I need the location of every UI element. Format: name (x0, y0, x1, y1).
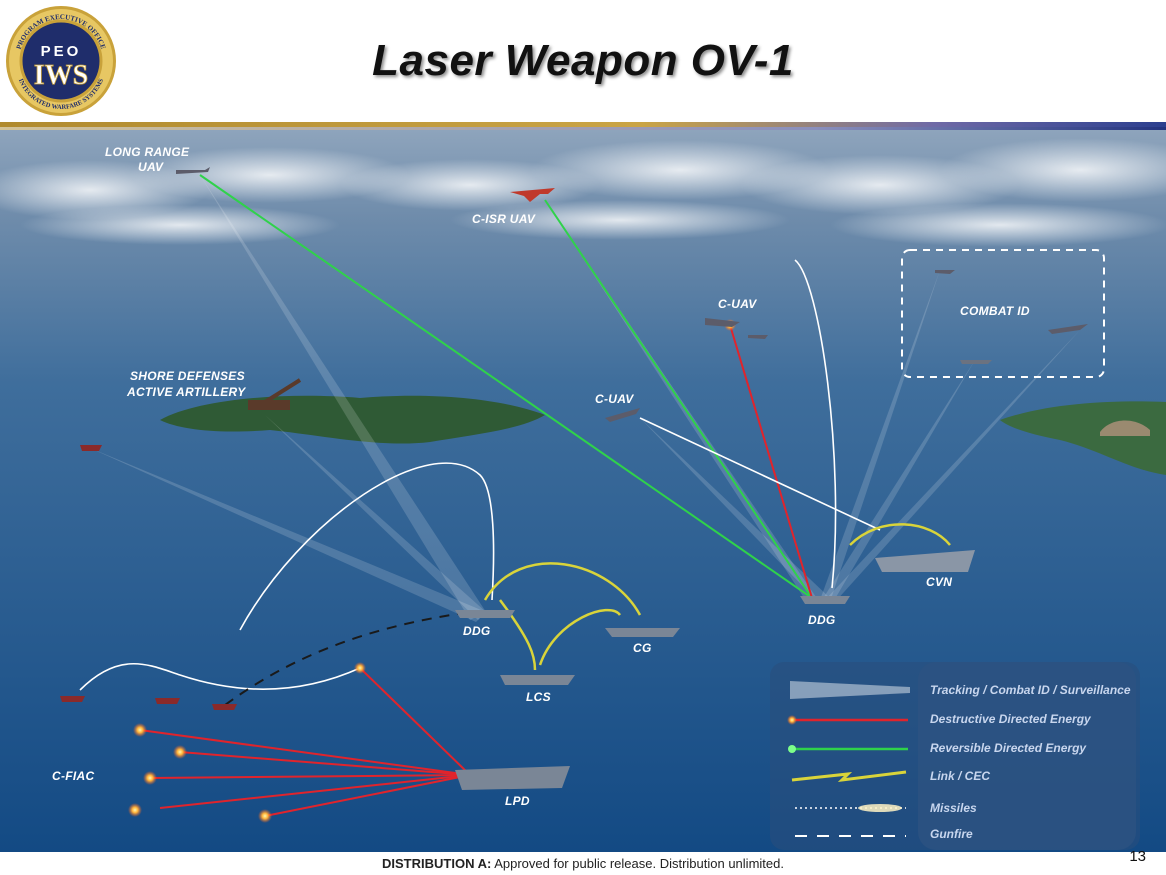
distribution-text: Approved for public release. Distributio… (491, 856, 784, 871)
combat-id-box (901, 249, 1105, 378)
fiac-boat-2 (155, 698, 180, 704)
header-rule-gold (0, 122, 1166, 127)
tracking-beam-icon (790, 681, 910, 699)
impact-flashes (128, 319, 736, 823)
combat-id-aircraft-2-icon (1048, 324, 1088, 334)
cloud-layer (0, 138, 1166, 247)
combat-id-aircraft-1-icon (935, 270, 955, 274)
legend-item-tracking: Tracking / Combat ID / Surveillance (930, 683, 1131, 697)
right-coastline (1000, 401, 1166, 475)
slide-header: PROGRAM EXECUTIVE OFFICE INTEGRATED WARF… (0, 0, 1166, 122)
fiac-boat-1 (60, 696, 85, 702)
fiac-boat-4 (80, 445, 102, 451)
logo-peo-text: PEO (41, 43, 82, 60)
label-c-uav-top: C-UAV (718, 297, 757, 311)
distribution-label: DISTRIBUTION A: (382, 856, 492, 871)
gunfire-tracks (224, 611, 471, 706)
shore-artillery-icon (248, 378, 302, 410)
label-c-isr-uav: C-ISR UAV (472, 212, 536, 226)
peo-iws-logo: PROGRAM EXECUTIVE OFFICE INTEGRATED WARF… (6, 6, 116, 116)
fiac-boat-3 (212, 704, 237, 710)
header-rule-blue (0, 127, 1166, 130)
legend: Tracking / Combat ID / Surveillance Dest… (770, 662, 1140, 850)
label-cg: CG (633, 641, 652, 655)
lightning-link-icon (791, 770, 907, 783)
distribution-statement: DISTRIBUTION A: Approved for public rele… (0, 856, 1166, 871)
ddg-left-ship (455, 610, 515, 618)
legend-item-link: Link / CEC (930, 769, 990, 783)
label-shore-defenses: SHORE DEFENSES (130, 369, 245, 383)
long-range-uav-icon (176, 167, 210, 174)
destructive-energy-beams (139, 324, 813, 817)
label-lpd: LPD (505, 794, 530, 808)
ov1-scene: LONG RANGE UAV C-ISR UAV C-UAV COMBAT ID… (0, 130, 1166, 852)
page-title: Laser Weapon OV-1 (372, 36, 794, 85)
slide-footer: DISTRIBUTION A: Approved for public rele… (0, 852, 1166, 875)
c-uav-small-icon (748, 335, 768, 339)
combat-id-ship-icon (960, 360, 992, 364)
ddg-right-ship (800, 596, 850, 604)
bunker-icon (1100, 420, 1150, 436)
legend-item-missiles: Missiles (930, 801, 977, 815)
c-isr-uav-icon (510, 188, 555, 202)
label-long-range-uav-2: UAV (138, 160, 164, 174)
label-ddg-right: DDG (808, 613, 836, 627)
lpd-ship (455, 766, 570, 790)
c-uav-top-icon (705, 318, 740, 327)
label-cvn: CVN (926, 575, 952, 589)
label-ddg-left: DDG (463, 624, 491, 638)
reversible-energy-beams (199, 174, 813, 599)
cvn-ship (875, 550, 975, 572)
label-c-fiac: C-FIAC (52, 769, 94, 783)
label-combat-id: COMBAT ID (960, 304, 1030, 318)
missile-trajectories (79, 259, 881, 691)
lcs-ship (500, 675, 575, 685)
label-active-artillery: ACTIVE ARTILLERY (126, 385, 246, 399)
label-lcs: LCS (526, 690, 551, 704)
page-number: 13 (1129, 848, 1146, 865)
c-uav-mid-icon (605, 408, 640, 422)
legend-item-gunfire: Gunfire (930, 827, 973, 841)
legend-item-reversible: Reversible Directed Energy (930, 741, 1087, 755)
ships (60, 445, 975, 790)
aircraft (176, 167, 1088, 422)
logo-iws-text: IWS (34, 60, 88, 91)
label-c-uav-mid: C-UAV (595, 392, 634, 406)
legend-item-destructive: Destructive Directed Energy (930, 712, 1092, 726)
label-long-range-uav-1: LONG RANGE (105, 145, 190, 159)
cg-ship (605, 628, 680, 637)
